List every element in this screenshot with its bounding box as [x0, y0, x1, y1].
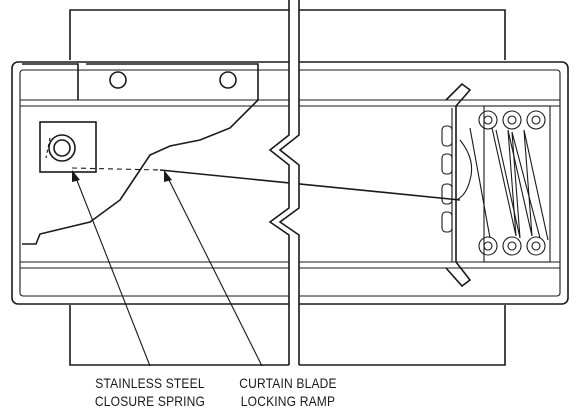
label-locking-ramp-line2: LOCKING RAMP	[240, 393, 336, 409]
mounting-plate	[22, 63, 259, 245]
mounting-hole-right	[219, 71, 237, 89]
curtain-blades	[441, 82, 551, 288]
bottom-flange	[69, 305, 506, 366]
closure-spring	[39, 121, 97, 173]
top-flange	[69, 9, 506, 60]
label-locking-ramp-line1: CURTAIN BLADE	[239, 375, 337, 391]
label-closure-spring: STAINLESS STEEL CLOSURE SPRING	[81, 374, 219, 410]
leader-lines	[72, 170, 263, 367]
connecting-rod	[71, 167, 461, 201]
break-line	[268, 0, 300, 366]
label-closure-spring-line2: CLOSURE SPRING	[94, 393, 206, 409]
leader-locking-ramp	[167, 177, 263, 367]
label-locking-ramp: CURTAIN BLADE LOCKING RAMP	[228, 374, 348, 410]
label-closure-spring-line1: STAINLESS STEEL	[95, 375, 205, 391]
mounting-hole-left	[109, 71, 127, 89]
leader-closure-spring	[75, 177, 151, 367]
tension-springs	[469, 110, 549, 256]
